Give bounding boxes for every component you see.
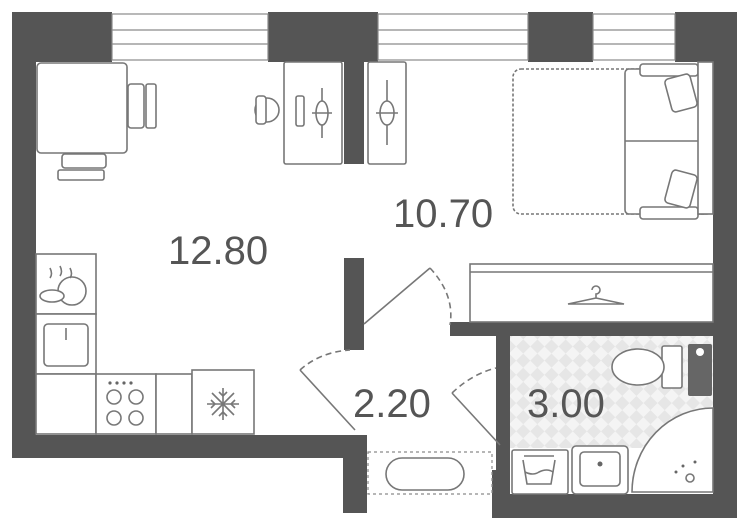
wall-partition-hall	[344, 258, 364, 350]
kitchen-counter-left	[35, 253, 97, 435]
wall-top-middle	[268, 12, 378, 62]
door-swing-icon	[451, 367, 497, 394]
clothes-hanger-icon	[567, 285, 625, 305]
toilet-icon	[661, 345, 683, 389]
wardrobe-icon	[469, 263, 714, 323]
walls	[12, 12, 737, 518]
pillow-icon	[664, 169, 698, 209]
table-icon	[36, 62, 128, 154]
wall-right	[713, 12, 737, 502]
wall-bath-left	[496, 322, 510, 502]
area-label-hallway: 2.20	[353, 382, 431, 426]
wall-entrance-left	[343, 435, 367, 513]
doors	[299, 267, 501, 446]
cooktop-icon	[95, 373, 157, 435]
window-right	[592, 13, 676, 61]
window-left	[111, 13, 269, 61]
wall-bottom-left	[12, 435, 367, 458]
door-swing-icon	[429, 267, 452, 326]
double-bed	[512, 61, 714, 220]
area-label-bathroom: 3.00	[527, 382, 605, 426]
desk	[254, 61, 343, 165]
entrance-fixture	[367, 451, 493, 495]
kitchen-counter-bottom	[95, 369, 255, 435]
bedroom-desk	[367, 61, 407, 165]
window-middle	[377, 13, 529, 61]
chair-icon	[61, 153, 107, 169]
door-swing-icon	[299, 349, 351, 371]
wardrobe	[469, 263, 714, 323]
wall-bath-top	[450, 322, 737, 336]
bathtub-outline-icon	[385, 457, 465, 491]
area-label-kitchen-living: 12.80	[168, 229, 268, 273]
area-label-bedroom: 10.70	[393, 192, 493, 236]
pillow-icon	[664, 73, 698, 113]
wall-top-right	[528, 12, 593, 62]
windows	[111, 13, 676, 61]
wall-left	[12, 12, 36, 458]
chair-icon	[127, 83, 145, 129]
wall-bottom-right	[492, 494, 737, 518]
bathroom-fixtures	[511, 344, 714, 495]
dining-table	[36, 62, 157, 181]
corner-shower-icon	[631, 407, 714, 493]
wall-partition-upper	[344, 62, 364, 164]
